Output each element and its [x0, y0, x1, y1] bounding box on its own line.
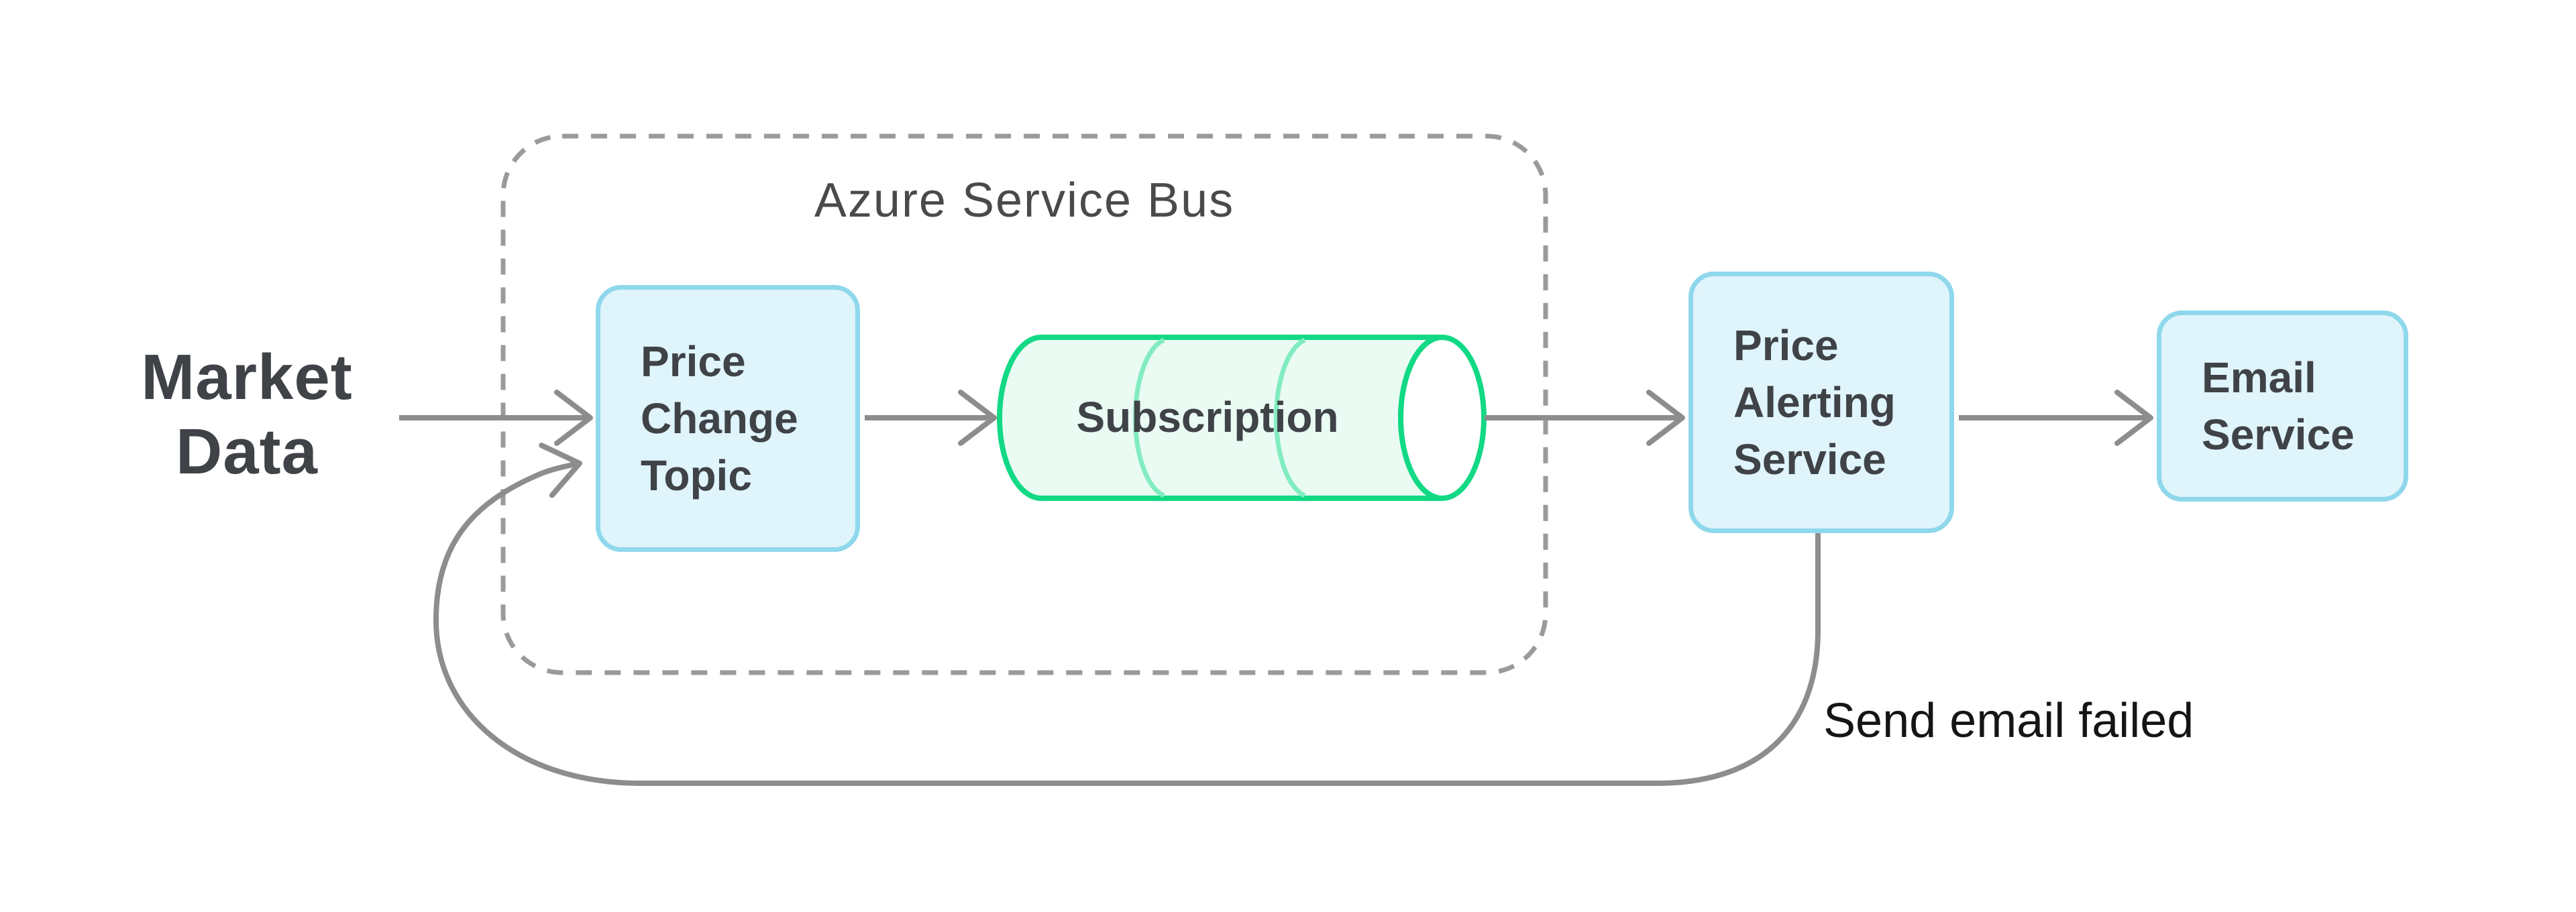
- node-subscription-label: Subscription: [1076, 393, 1339, 441]
- cylinder-divider-arc: [1133, 337, 1165, 498]
- node-email-service-label: Email Service: [2202, 353, 2355, 459]
- cylinder-divider-arc: [1274, 337, 1306, 498]
- node-email-service: Email Service: [2157, 310, 2408, 502]
- cylinder-open-end: [1398, 335, 1487, 501]
- service-bus-title: Azure Service Bus: [814, 174, 1235, 227]
- market-data-label: Market Data: [141, 341, 353, 488]
- node-price-change-topic: Price Change Topic: [596, 285, 860, 552]
- node-price-change-topic-label: Price Change Topic: [641, 337, 798, 500]
- node-price-alerting-service: Price Alerting Service: [1688, 272, 1954, 533]
- subscription-cylinder-shape: [997, 335, 1487, 501]
- edge-feedback-send-email-failed: [433, 443, 1821, 786]
- feedback-edge-label: Send email failed: [1823, 694, 2194, 748]
- node-price-alerting-service-label: Price Alerting Service: [1733, 321, 1896, 483]
- service-bus-boundary: [500, 133, 1548, 675]
